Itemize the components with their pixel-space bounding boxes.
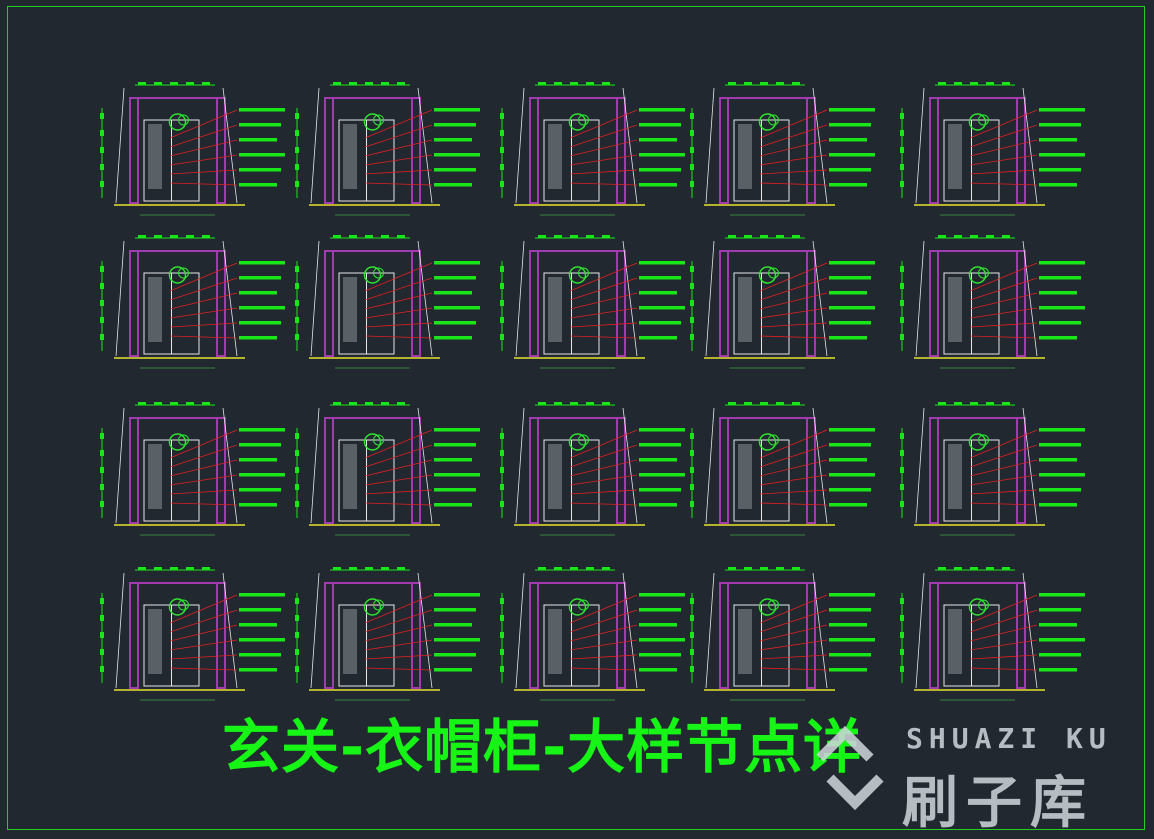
watermark-logo-icon — [816, 725, 884, 811]
elevation-drawing-1 — [100, 82, 285, 216]
elevation-drawing-6 — [100, 235, 285, 369]
watermark-chinese: 刷子库 — [902, 771, 1094, 836]
elevation-drawing-14 — [690, 402, 875, 536]
elevation-drawing-2 — [295, 82, 480, 216]
elevation-drawing-20 — [900, 567, 1085, 701]
sheet-title: 玄关-衣帽柜-大样节点详 — [222, 713, 863, 781]
elevation-drawing-5 — [900, 82, 1085, 216]
elevation-drawing-8 — [500, 235, 685, 369]
drawing-frame — [7, 6, 1145, 830]
elevation-drawing-10 — [900, 235, 1085, 369]
elevation-drawing-13 — [500, 402, 685, 536]
elevation-drawing-15 — [900, 402, 1085, 536]
elevation-drawing-18 — [500, 567, 685, 701]
elevation-drawing-7 — [295, 235, 480, 369]
elevation-drawing-11 — [100, 402, 285, 536]
elevation-drawing-4 — [690, 82, 875, 216]
elevation-drawing-12 — [295, 402, 480, 536]
elevation-drawing-19 — [690, 567, 875, 701]
elevation-drawing-17 — [295, 567, 480, 701]
elevation-drawing-9 — [690, 235, 875, 369]
elevation-drawing-16 — [100, 567, 285, 701]
watermark-english: SHUAZI KU — [906, 722, 1112, 755]
elevation-drawing-3 — [500, 82, 685, 216]
